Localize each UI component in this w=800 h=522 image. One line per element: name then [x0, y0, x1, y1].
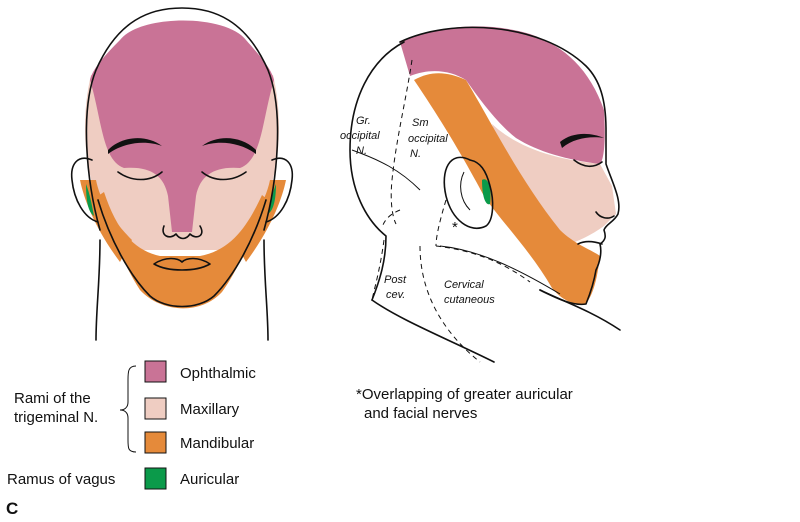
legend: Rami of the trigeminal N. Ramus of vagus…: [7, 360, 256, 490]
boundary-post-cev: [371, 239, 385, 301]
legend-label-ophthalmic: Ophthalmic: [180, 365, 256, 382]
legend-swatch-ophthalmic: [144, 360, 167, 383]
label-sm-occipital-3: N.: [410, 148, 421, 160]
front-neck-right: [263, 239, 269, 341]
label-sm-occipital-1: Sm: [412, 117, 429, 129]
front-eyebrow-right: [202, 138, 256, 154]
legend-group-trigeminal-1: Rami of the: [14, 390, 91, 407]
front-head-outline: [85, 7, 279, 231]
front-eyebrow-left: [108, 138, 162, 154]
legend-label-maxillary: Maxillary: [180, 401, 240, 418]
note-line-1: *Overlapping of greater auricular: [356, 386, 573, 403]
boundary-cervical-top: [435, 245, 531, 283]
front-ear-left: [70, 157, 99, 223]
legend-label-auricular: Auricular: [180, 471, 239, 488]
label-sm-occipital-2: occipital: [408, 133, 448, 145]
side-neck-back: [371, 299, 495, 363]
legend-swatch-mandibular: [144, 431, 167, 454]
front-head: [70, 7, 294, 341]
boundary-occipital-curve: [351, 149, 421, 191]
front-eye-left: [117, 171, 163, 181]
front-ear-right: [265, 157, 294, 223]
legend-swatch-maxillary: [144, 397, 167, 420]
legend-group-trigeminal-2: trigeminal N.: [14, 409, 98, 426]
label-gr-occipital-2: occipital: [340, 130, 380, 142]
label-cervical-2: cutaneous: [444, 294, 495, 306]
front-face-outline: [97, 199, 267, 308]
label-gr-occipital-3: N.: [356, 145, 367, 157]
side-face-profile: [399, 26, 620, 306]
boundary-sm-ear: [435, 199, 447, 247]
front-eye-right: [201, 171, 247, 181]
boundary-cervical-lower: [439, 245, 561, 295]
note-line-2: and facial nerves: [364, 405, 477, 422]
label-gr-occipital-1: Gr.: [356, 115, 371, 127]
side-neck-front: [539, 289, 621, 331]
label-post-cev-2: cev.: [386, 289, 405, 301]
side-head: [349, 26, 621, 363]
label-post-cev-1: Post: [384, 274, 407, 286]
front-ophthalmic-region: [90, 20, 274, 232]
side-mouth: [577, 240, 603, 245]
front-mandibular-region: [98, 192, 268, 309]
legend-swatch-auricular: [144, 467, 167, 490]
front-auricular-left: [86, 184, 94, 216]
panel-letter: C: [6, 499, 18, 518]
side-ophthalmic-region: [400, 26, 605, 164]
front-nose: [162, 225, 203, 240]
side-auricular-region: [482, 179, 491, 205]
side-nostril: [595, 211, 615, 219]
boundary-cervical-side: [419, 245, 481, 363]
side-maxillary-region: [492, 124, 616, 244]
boundary-gr-sm-occipital: [390, 59, 413, 225]
legend-group-vagus: Ramus of vagus: [7, 471, 115, 488]
front-mouth: [153, 257, 211, 271]
side-ear: [443, 156, 494, 230]
side-eye: [573, 159, 603, 168]
side-head-outline: [349, 41, 405, 301]
legend-label-mandibular: Mandibular: [180, 435, 254, 452]
side-ear-inner: [460, 171, 471, 211]
label-asterisk: *: [452, 219, 458, 236]
boundary-occipital-back: [381, 209, 401, 229]
side-mandibular-region: [414, 73, 600, 305]
side-eyebrow: [560, 133, 604, 148]
legend-brace: [119, 365, 137, 453]
front-neck-left: [95, 239, 101, 341]
label-cervical-1: Cervical: [444, 279, 484, 291]
